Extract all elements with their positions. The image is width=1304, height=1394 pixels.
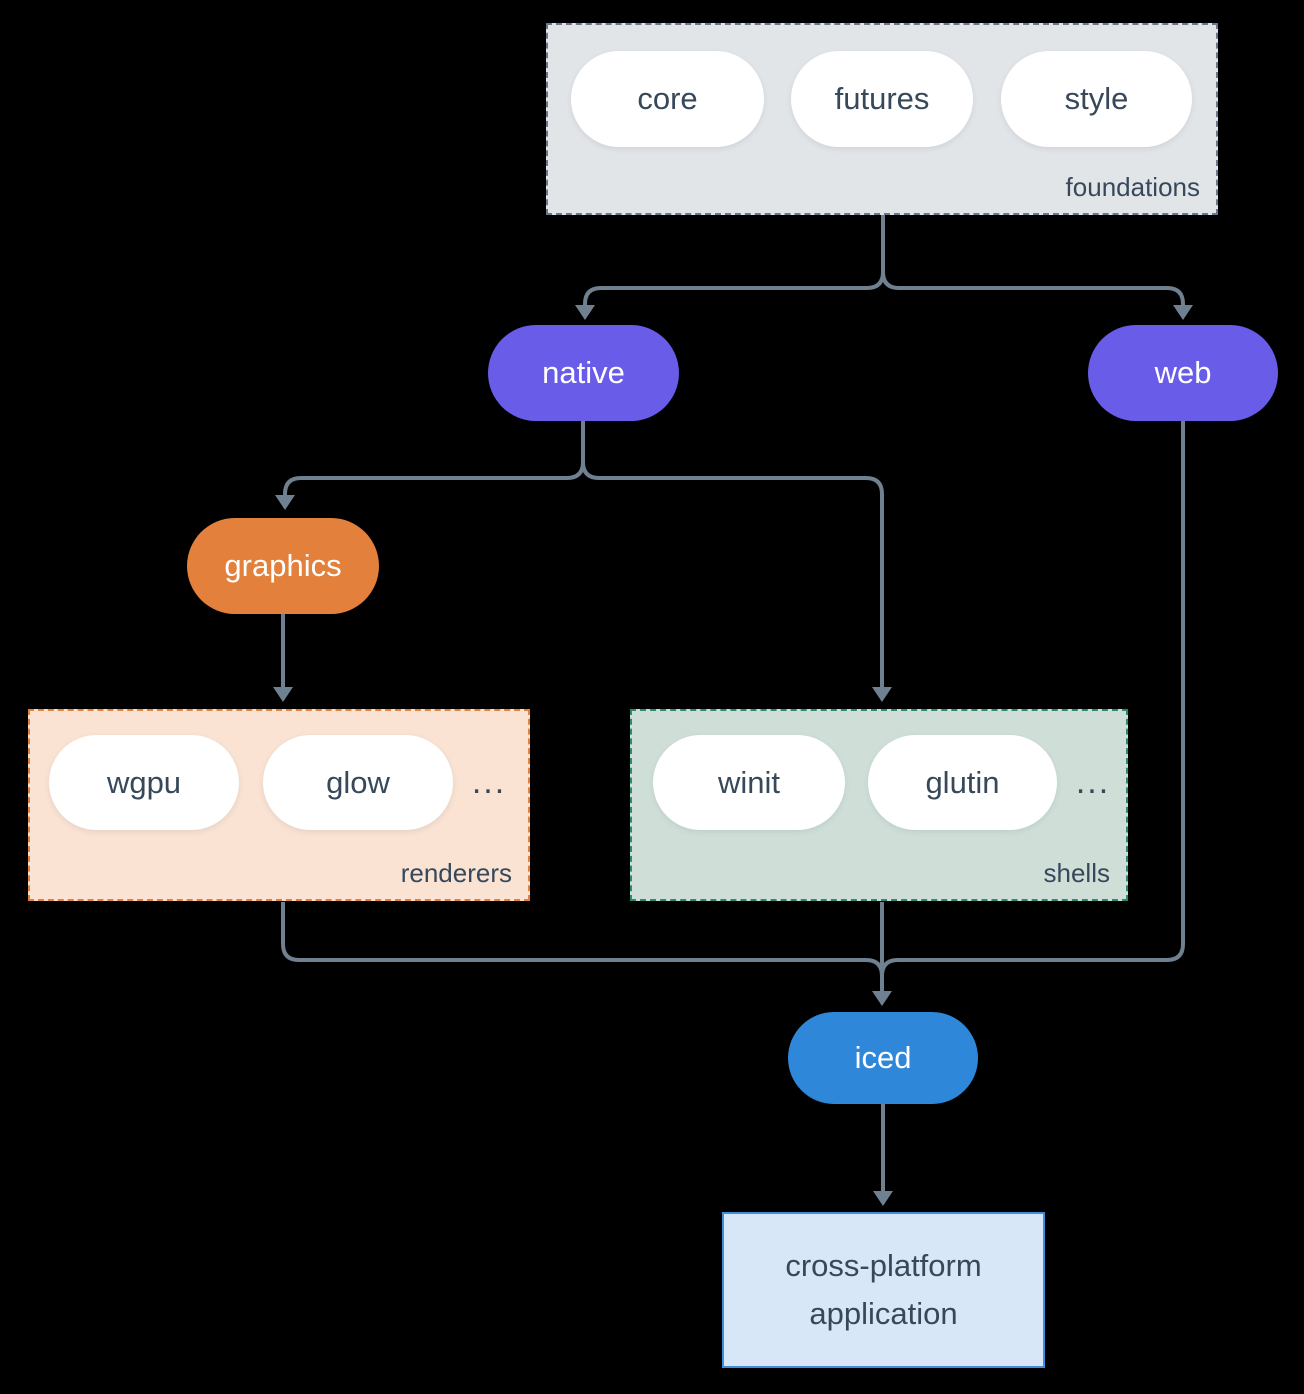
app-label: cross-platform application xyxy=(785,1248,982,1331)
node-web: web xyxy=(1088,325,1278,421)
node-graphics: graphics xyxy=(187,518,379,614)
arrowhead-iced xyxy=(872,991,892,1006)
node-native: native xyxy=(488,325,679,421)
node-futures: futures xyxy=(791,51,973,147)
shells-label: shells xyxy=(1043,858,1110,888)
arrowhead-shells xyxy=(872,687,892,702)
arrowhead-app xyxy=(873,1191,893,1206)
arrowhead-native xyxy=(575,305,595,320)
app-box: cross-platform application xyxy=(722,1212,1045,1368)
edge-renderers-iced xyxy=(281,902,884,988)
edge-native-graphics xyxy=(283,420,585,496)
arrowhead-renderers xyxy=(273,687,293,702)
edge-foundations-web xyxy=(881,213,1185,306)
node-core: core xyxy=(571,51,764,147)
node-wgpu: wgpu xyxy=(49,735,239,830)
edge-foundations-native xyxy=(583,213,885,306)
node-style: style xyxy=(1001,51,1192,147)
renderers-group: wgpu glow ... renderers xyxy=(28,709,530,901)
shells-ellipsis: ... xyxy=(1075,763,1111,801)
edge-web-iced xyxy=(880,418,1185,988)
arrowhead-graphics xyxy=(275,495,295,510)
node-glow: glow xyxy=(263,735,453,830)
shells-group: winit glutin ... shells xyxy=(630,709,1128,901)
node-winit: winit xyxy=(653,735,845,830)
foundations-group: core futures style foundations xyxy=(546,23,1218,215)
arrowhead-web xyxy=(1173,305,1193,320)
node-glutin: glutin xyxy=(868,735,1057,830)
node-iced: iced xyxy=(788,1012,978,1104)
renderers-label: renderers xyxy=(400,858,512,888)
renderers-ellipsis: ... xyxy=(471,763,507,801)
edge-native-shells xyxy=(581,420,884,688)
foundations-label: foundations xyxy=(1065,172,1200,202)
